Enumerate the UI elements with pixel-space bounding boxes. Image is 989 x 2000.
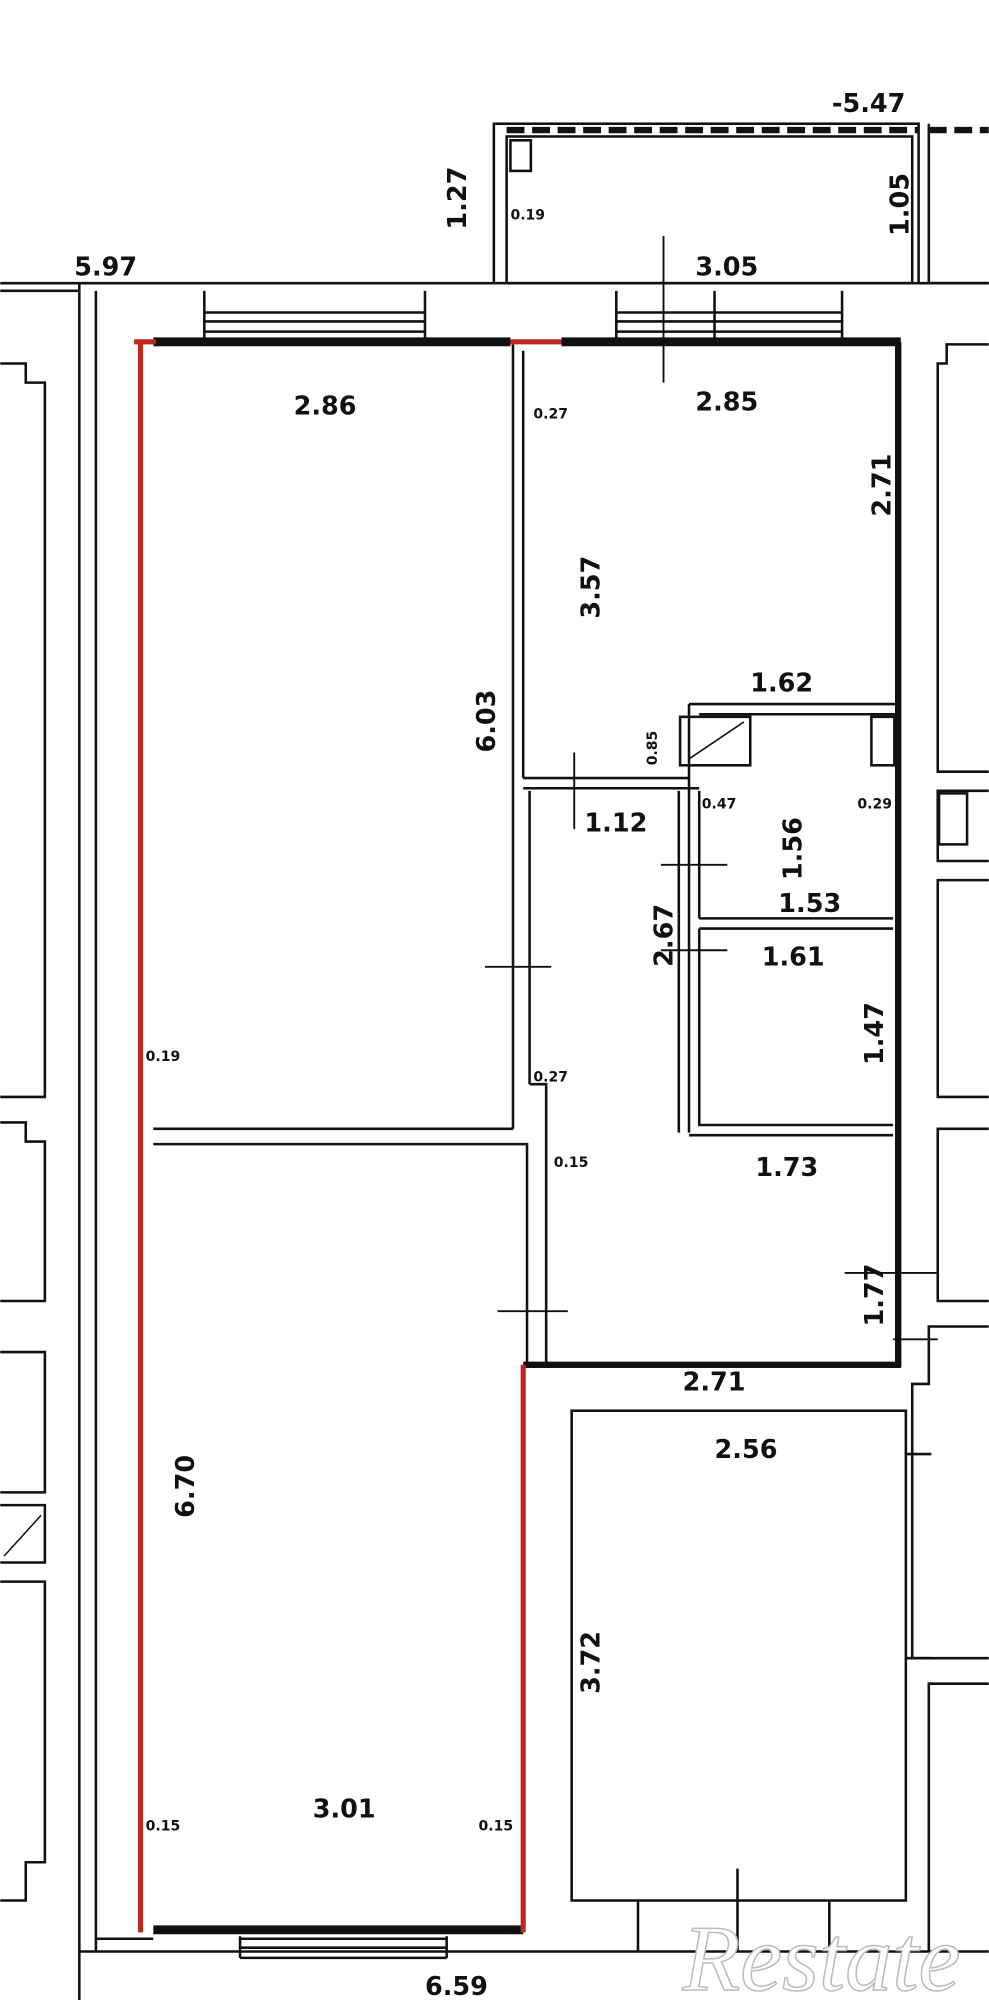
neighbor-right [910, 343, 989, 1952]
window-bottom [238, 1936, 448, 1960]
balcony-right [927, 123, 989, 285]
dim-corner-e: 0.15 [146, 1818, 181, 1834]
dim-kitchen-side: 1.77 [860, 1264, 890, 1327]
dim-corner-d: 0.15 [554, 1155, 589, 1171]
balcony-column [509, 139, 533, 173]
dim-balcony-width: -5.47 [832, 89, 906, 119]
room3 [570, 1409, 908, 1902]
room1-wall-right [153, 344, 515, 1131]
dim-balcony-small: 0.19 [510, 207, 545, 223]
washer [678, 715, 752, 767]
dim-wc-depth: 1.47 [860, 1002, 890, 1065]
neighbor-left-diagonal [3, 1514, 42, 1557]
dim-corner-c: 0.27 [533, 1070, 568, 1086]
dim-wc-width: 1.61 [762, 943, 825, 973]
dim-niche: 0.85 [645, 731, 661, 766]
dim-hall-length: 2.67 [649, 904, 679, 967]
dim-facade-top: 5.97 [74, 253, 137, 283]
building-wall-left [78, 283, 98, 2000]
dim-room3-length: 3.72 [577, 1631, 607, 1694]
dim-balcony-depth-right: 1.05 [885, 173, 915, 236]
dim-room2-side: 2.71 [868, 454, 898, 517]
neighbor-left [0, 362, 47, 1902]
dim-facade-bottom: 6.59 [425, 1972, 488, 2000]
dim-bath-niche-right: 0.29 [857, 797, 892, 813]
shaft [870, 715, 896, 767]
dim-bath-depth: 1.56 [778, 817, 808, 880]
balcony-inner [505, 135, 914, 285]
facade-bottom-wall [79, 1937, 989, 1953]
dim-room2-length: 3.57 [577, 556, 607, 619]
room2-walls [521, 350, 700, 790]
dim-balcony-depth-left: 1.27 [443, 167, 473, 230]
dim-room1-width: 2.86 [294, 392, 357, 422]
dim-bath-width: 1.53 [778, 889, 841, 919]
dim-hall-width: 1.12 [584, 809, 647, 839]
dim-kitchen-top: 1.73 [755, 1153, 818, 1183]
hall-door-marks [484, 752, 728, 968]
kitchen-door-marks [497, 1272, 938, 1341]
neighbor-right-shaft [937, 792, 969, 846]
dim-hall-top: 1.62 [750, 668, 813, 698]
room4-walls [153, 1142, 529, 1363]
window-top-right [615, 290, 844, 342]
window-top-left [203, 290, 427, 342]
dim-bath-niche-left: 0.47 [702, 797, 737, 813]
dim-corner-b: 0.19 [146, 1049, 181, 1065]
dim-corner-f: 0.15 [479, 1818, 514, 1834]
corridor-walls [528, 790, 681, 1363]
dim-kitchen-bottom: 2.71 [683, 1367, 746, 1397]
dim-room3-width: 2.56 [715, 1435, 778, 1465]
dim-room4-length: 6.70 [171, 1455, 201, 1518]
bath-walls [687, 702, 899, 1137]
dim-room2-width: 2.85 [695, 388, 758, 418]
washer-diagonal [688, 721, 745, 760]
dim-balcony-inner: 3.05 [695, 253, 758, 283]
dim-room1-length: 6.03 [472, 690, 502, 753]
dim-room4-width: 3.01 [313, 1795, 376, 1825]
dim-corner-a: 0.27 [533, 406, 568, 422]
watermark: Restate [682, 1907, 961, 2000]
room3-lines [636, 1452, 932, 1952]
